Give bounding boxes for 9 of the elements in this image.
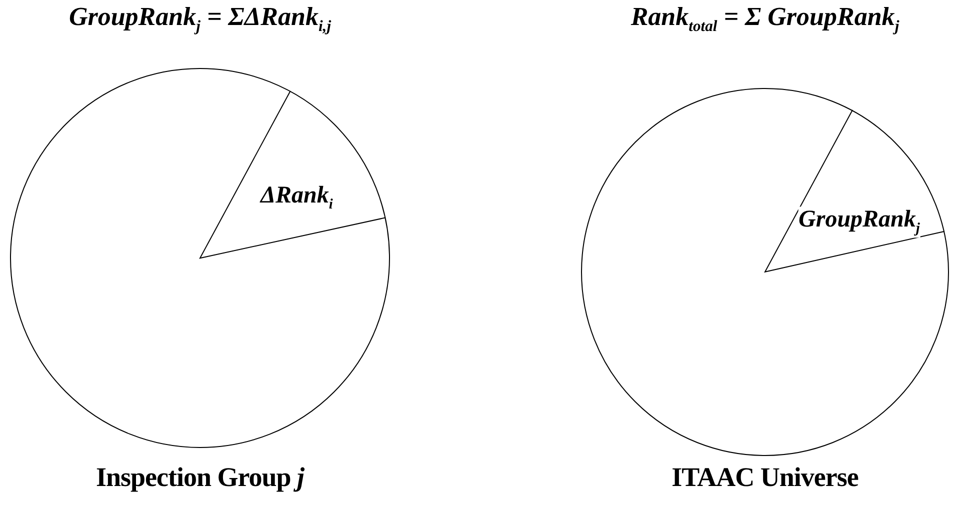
wedge-sector [765,110,944,272]
pie-circle [581,88,949,456]
circle-name-label: ITAAC Universe [672,462,858,493]
wedge-sector [200,90,386,258]
formula: GroupRank$_{j}$ = ΣΔRank$_{i,j}$ [68,2,332,36]
formula: Rank$_{total}$ = Σ GroupRank$_{j}$ [630,2,900,36]
circle-name-label: Inspection Group j [96,462,304,493]
pie-circle [10,68,390,448]
sector-label: GroupRank$_{j}$ [798,206,920,238]
